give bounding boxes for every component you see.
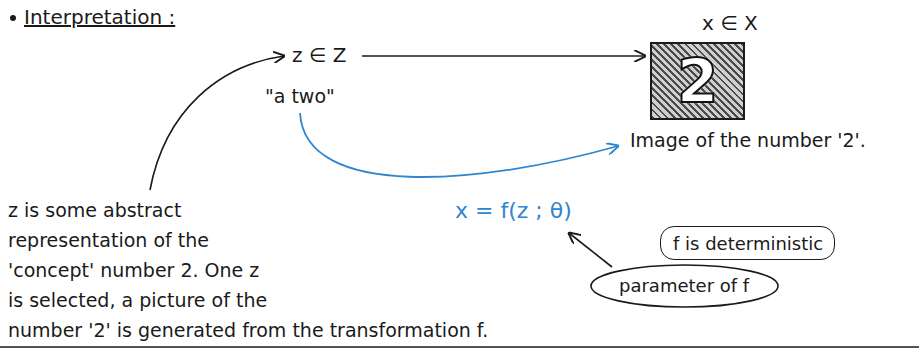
text-stack: parameter of f [619, 274, 749, 297]
note-box: f is deterministic [660, 226, 835, 260]
note-oval: parameter of f [590, 264, 779, 308]
parameter-arrow [569, 233, 612, 267]
note-text: f is deterministic [673, 232, 823, 255]
latent-variable: z ∈ Z [292, 43, 346, 67]
image-frame: x ∈ X2 [650, 42, 745, 120]
section-rule [0, 346, 919, 347]
digit-glyph: 2 [652, 44, 743, 118]
generator-equation-box: x = f(z ; θ) [455, 196, 572, 226]
mapping-arrow [362, 55, 645, 57]
image-caption-box: Image of the number '2'. [630, 126, 866, 154]
pointer-arrow [150, 56, 284, 190]
section-heading: Interpretation : [24, 5, 175, 29]
latent-variable-box: z ∈ Z [292, 40, 346, 70]
concept-quote-box: "a two" [265, 82, 335, 110]
space-heading: x ∈ X [702, 8, 758, 38]
oval-shape [591, 265, 778, 307]
generator-equation: x = f(z ; θ) [455, 198, 572, 223]
section-heading-box: Interpretation : [24, 2, 175, 32]
explanation-note: z is some abstract representation of the… [8, 199, 488, 341]
concept-quote: "a two" [265, 85, 335, 107]
bullet-dot [10, 15, 16, 21]
generation-arrow [300, 113, 618, 177]
text-stack: f is deterministic [673, 232, 823, 255]
note-text: parameter of f [619, 274, 749, 297]
image-caption: Image of the number '2'. [630, 129, 866, 151]
